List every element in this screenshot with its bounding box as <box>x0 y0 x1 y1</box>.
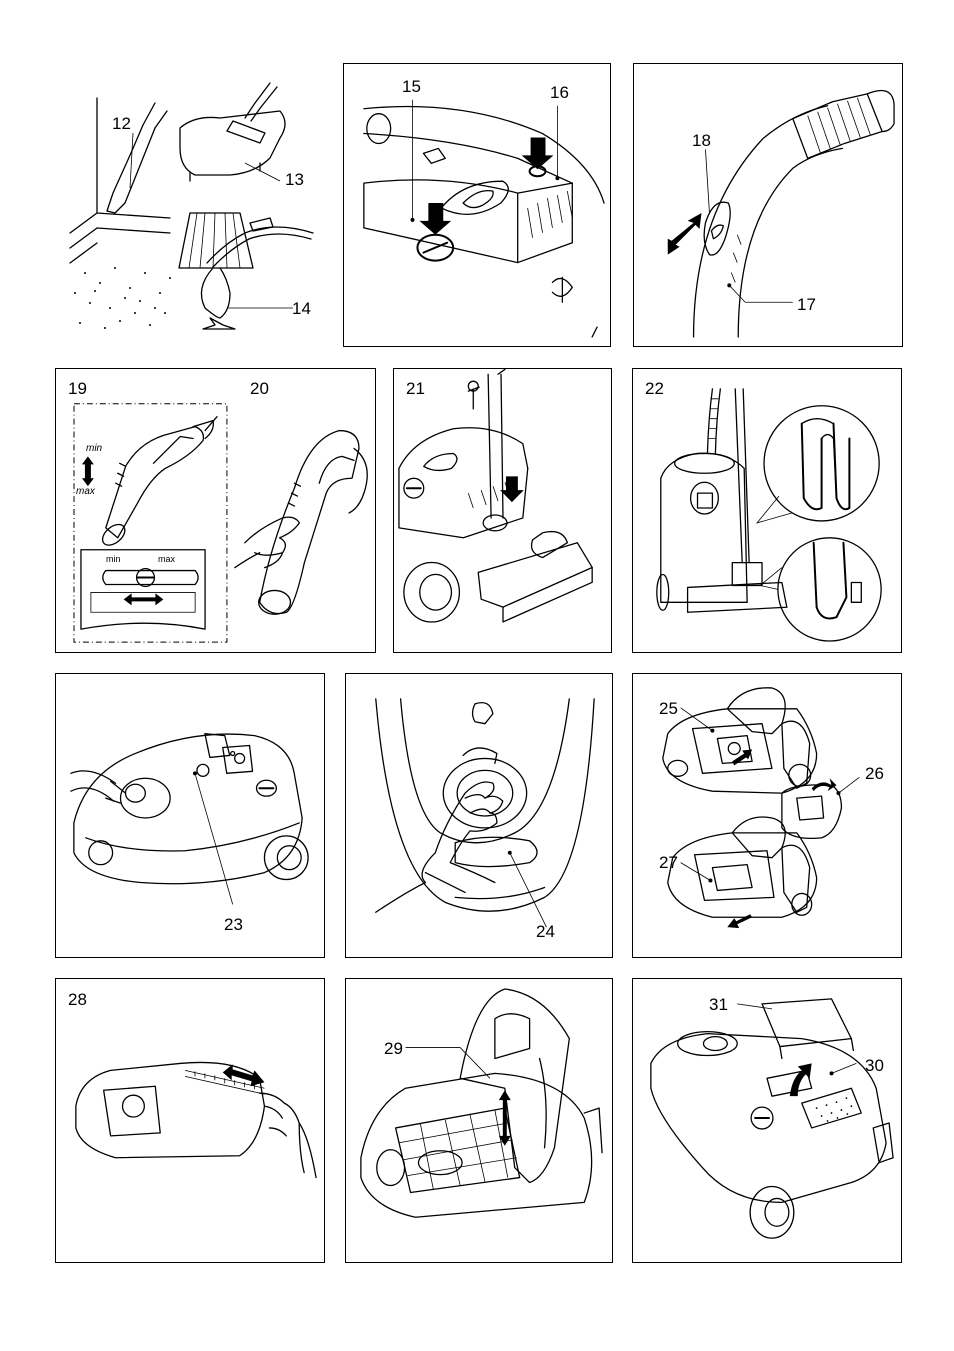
figure-label-17: 17 <box>797 296 816 313</box>
figure-label-26: 26 <box>865 765 884 782</box>
parking-wand-illustration <box>394 369 611 652</box>
figure-label-31: 31 <box>709 996 728 1013</box>
figure-label-15: 15 <box>402 78 421 95</box>
handle-max-label: max <box>76 487 95 497</box>
figure-label-19: 19 <box>68 380 87 397</box>
figure-label-23: 23 <box>224 916 243 933</box>
panel-min-label: min <box>106 555 121 564</box>
bag-full-indicator-illustration <box>56 674 324 957</box>
figure-label-25: 25 <box>659 700 678 717</box>
handle-suction-control-illustration <box>56 369 375 652</box>
figure-panel-19-20: 19 20 min max min max <box>55 368 376 653</box>
figure-label-21: 21 <box>406 380 425 397</box>
figure-panel-15-16: 15 16 <box>343 63 611 347</box>
figure-panel-28: 28 <box>55 978 325 1263</box>
figure-label-29: 29 <box>384 1040 403 1057</box>
figure-panel-17-18: 18 17 <box>633 63 903 347</box>
figure-panel-12-14: 12 13 14 <box>55 63 325 348</box>
figure-label-22: 22 <box>645 380 664 397</box>
figure-panel-25-27: 25 26 27 <box>632 673 902 958</box>
panel-max-label: max <box>158 555 175 564</box>
figure-label-14: 14 <box>292 300 311 317</box>
figure-panel-24: 24 <box>345 673 613 958</box>
hose-airflow-slider-illustration <box>634 64 902 346</box>
figure-label-24: 24 <box>536 923 555 940</box>
figure-label-27: 27 <box>659 854 678 871</box>
figure-panel-29: 29 <box>345 978 613 1263</box>
figure-panel-23: 23 <box>55 673 325 958</box>
figure-panel-30-31: 31 30 <box>632 978 902 1263</box>
storage-position-illustration <box>633 369 901 652</box>
figure-label-13: 13 <box>285 171 304 188</box>
figure-label-20: 20 <box>250 380 269 397</box>
hose-removal-illustration <box>346 674 612 957</box>
figure-label-18: 18 <box>692 132 711 149</box>
figure-label-16: 16 <box>550 84 569 101</box>
crevice-upholstery-lamp-illustration <box>55 63 325 348</box>
handle-min-label: min <box>86 444 102 454</box>
power-button-illustration <box>344 64 610 346</box>
figure-label-30: 30 <box>865 1057 884 1074</box>
bag-holder-illustration <box>346 979 612 1262</box>
figure-panel-22: 22 <box>632 368 902 653</box>
figure-label-28: 28 <box>68 991 87 1008</box>
dust-bag-seal-illustration <box>56 979 324 1262</box>
figure-label-12: 12 <box>112 115 131 132</box>
figure-panel-21: 21 <box>393 368 612 653</box>
motor-filter-replacement-illustration <box>633 979 901 1262</box>
